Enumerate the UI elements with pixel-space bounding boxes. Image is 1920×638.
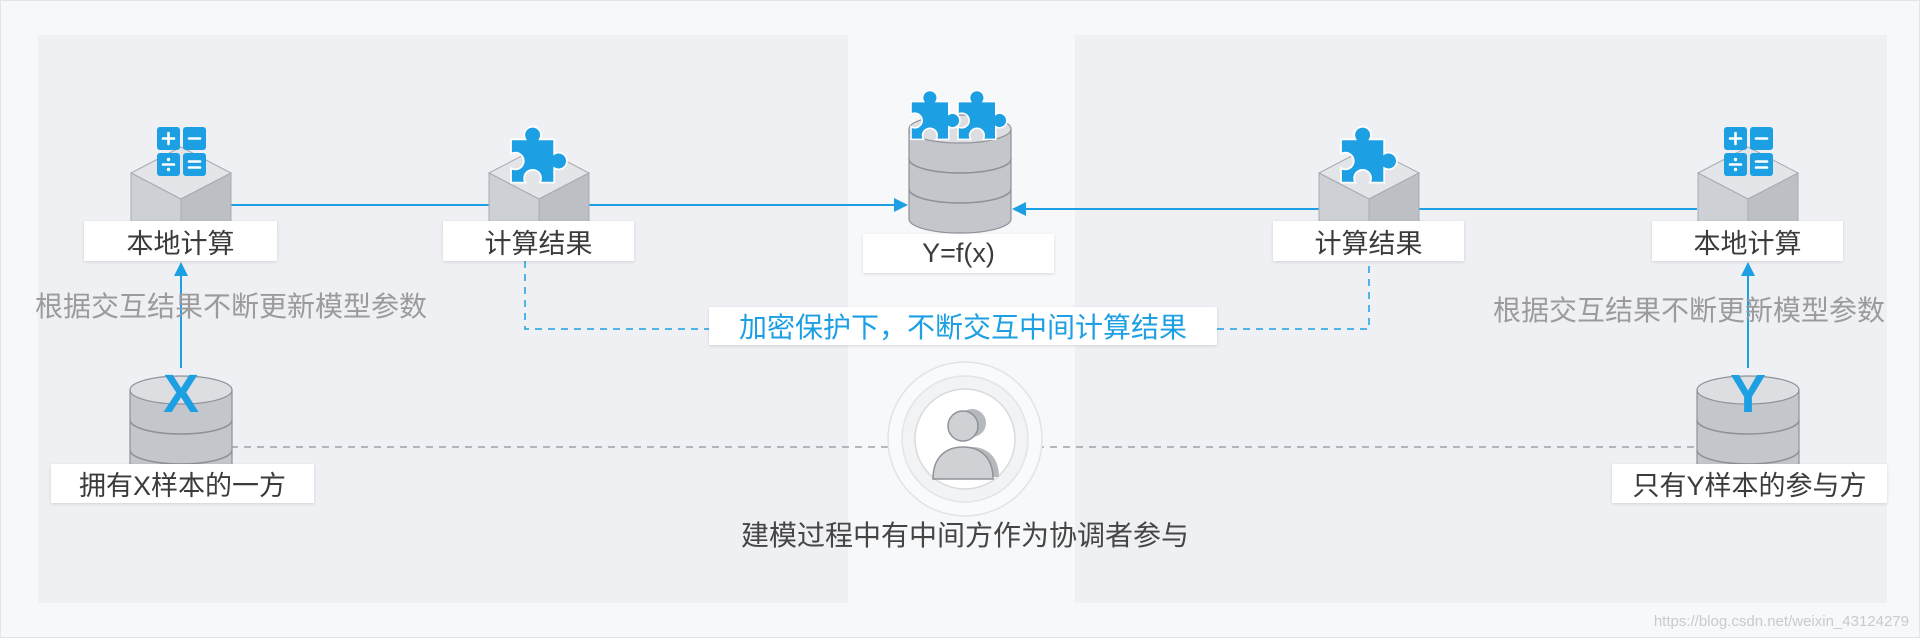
left-result-label-box: 计算结果 (443, 221, 634, 261)
model-label: Y=f(x) (922, 238, 995, 268)
model-label-box: Y=f(x) (863, 234, 1054, 273)
left-to-model-arrowhead (894, 198, 908, 212)
source-watermark: https://blog.csdn.net/weixin_43124279 (1653, 613, 1909, 630)
left-sample-label: 拥有X样本的一方 (78, 471, 286, 501)
right-sample-label-box: 只有Y样本的参与方 (1612, 464, 1887, 503)
right-exchange-dashed-link (1217, 261, 1370, 330)
left-compute-label-box: 本地计算 (84, 221, 277, 261)
left-sample-up-arrowhead (174, 262, 188, 276)
right-result-label: 计算结果 (1314, 228, 1423, 259)
coordinator-note: 建模过程中有中间方作为协调者参与 (740, 520, 1189, 551)
left-sample-symbol: X (163, 364, 199, 424)
right-update-note: 根据交互结果不断更新模型参数 (1492, 295, 1885, 326)
right-compute-label: 本地计算 (1693, 228, 1802, 259)
left-sample-label-box: 拥有X样本的一方 (51, 464, 314, 503)
right-to-model-arrowhead (1012, 202, 1026, 216)
right-compute-label-box: 本地计算 (1652, 221, 1843, 261)
right-sample-label: 只有Y样本的参与方 (1632, 471, 1867, 501)
right-sample-up-arrowhead (1741, 262, 1755, 276)
left-result-label: 计算结果 (484, 228, 593, 259)
left-compute-label: 本地计算 (126, 228, 235, 259)
left-update-note: 根据交互结果不断更新模型参数 (35, 291, 428, 322)
exchange-note: 加密保护下，不断交互中间计算结果 (738, 312, 1187, 343)
left-exchange-dashed-link (524, 261, 709, 330)
exchange-note-box: 加密保护下，不断交互中间计算结果 (709, 307, 1217, 345)
right-sample-symbol: Y (1730, 364, 1766, 424)
right-result-label-box: 计算结果 (1273, 221, 1464, 261)
